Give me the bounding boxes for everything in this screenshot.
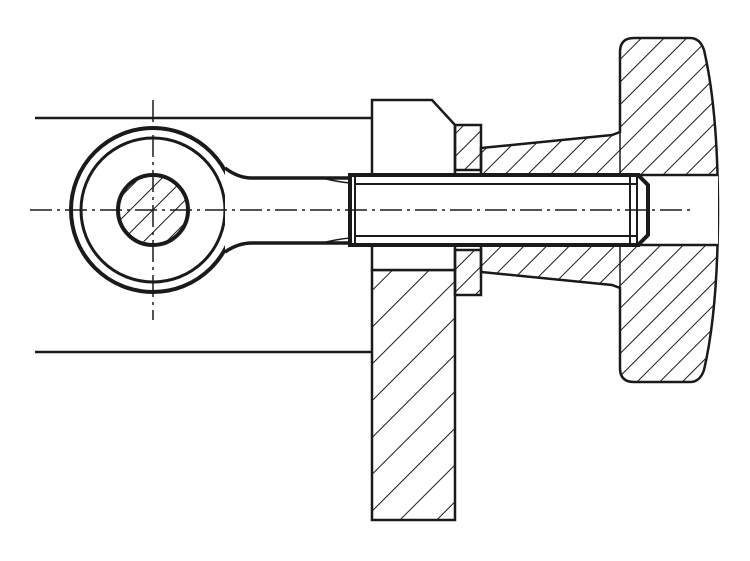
washer-top — [453, 123, 483, 172]
mounting-plate — [370, 268, 457, 522]
washer-bottom — [453, 248, 483, 297]
